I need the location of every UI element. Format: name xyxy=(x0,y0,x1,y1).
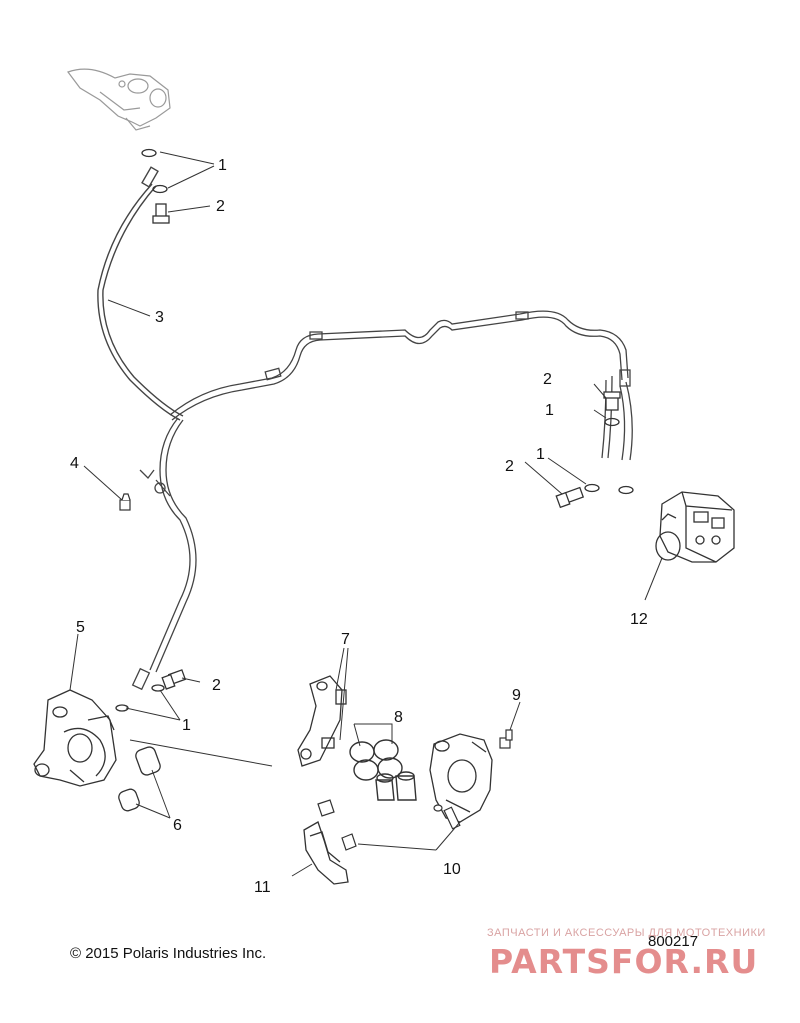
crush-washers xyxy=(115,148,634,712)
caliper-bracket xyxy=(297,675,347,767)
slide-pins xyxy=(118,746,161,812)
bolt-4 xyxy=(119,493,131,511)
pad-pins-and-clips xyxy=(317,799,461,851)
seals-and-pistons xyxy=(349,739,417,801)
callout-1: 1 xyxy=(182,717,191,734)
watermark-logo: PARTSFOR.RU xyxy=(489,942,759,981)
brake-hose-rear xyxy=(131,417,197,691)
callout-2: 2 xyxy=(212,677,221,694)
bleeder-valve xyxy=(499,729,513,749)
callout-5: 5 xyxy=(76,619,85,636)
callout-2: 2 xyxy=(543,371,552,388)
caliper-assembly-left xyxy=(33,689,117,787)
callout-11: 11 xyxy=(254,879,271,896)
brake-pads xyxy=(303,821,349,885)
callout-1: 1 xyxy=(545,402,554,419)
copyright-text: © 2015 Polaris Industries Inc. xyxy=(70,945,267,962)
abs-module xyxy=(655,491,735,563)
callout-2: 2 xyxy=(216,198,225,215)
callout-labels: 1 2 3 4 2 1 1 2 12 5 2 1 6 7 8 9 10 11 xyxy=(70,157,648,896)
master-cylinder xyxy=(67,68,171,131)
callout-4: 4 xyxy=(70,455,79,472)
diagram-part-number: 800217 xyxy=(648,933,699,950)
callout-3: 3 xyxy=(155,309,164,326)
watermark-tagline: ЗАПЧАСТИ И АКСЕССУАРЫ ДЛЯ МОТОТЕХНИКИ xyxy=(487,927,766,939)
callout-7: 7 xyxy=(341,631,350,648)
callout-6: 6 xyxy=(173,817,182,834)
callout-9: 9 xyxy=(512,687,521,704)
brake-hose-front xyxy=(97,166,184,421)
callout-10: 10 xyxy=(443,861,461,878)
callout-1: 1 xyxy=(218,157,227,174)
brake-line-main xyxy=(169,310,633,461)
leader-lines xyxy=(69,151,663,877)
callout-8: 8 xyxy=(394,709,403,726)
callout-1: 1 xyxy=(536,446,545,463)
callout-2: 2 xyxy=(505,458,514,475)
caliper-housing-right xyxy=(429,733,493,823)
callout-12: 12 xyxy=(630,611,648,628)
banjo-bolts xyxy=(152,203,621,690)
